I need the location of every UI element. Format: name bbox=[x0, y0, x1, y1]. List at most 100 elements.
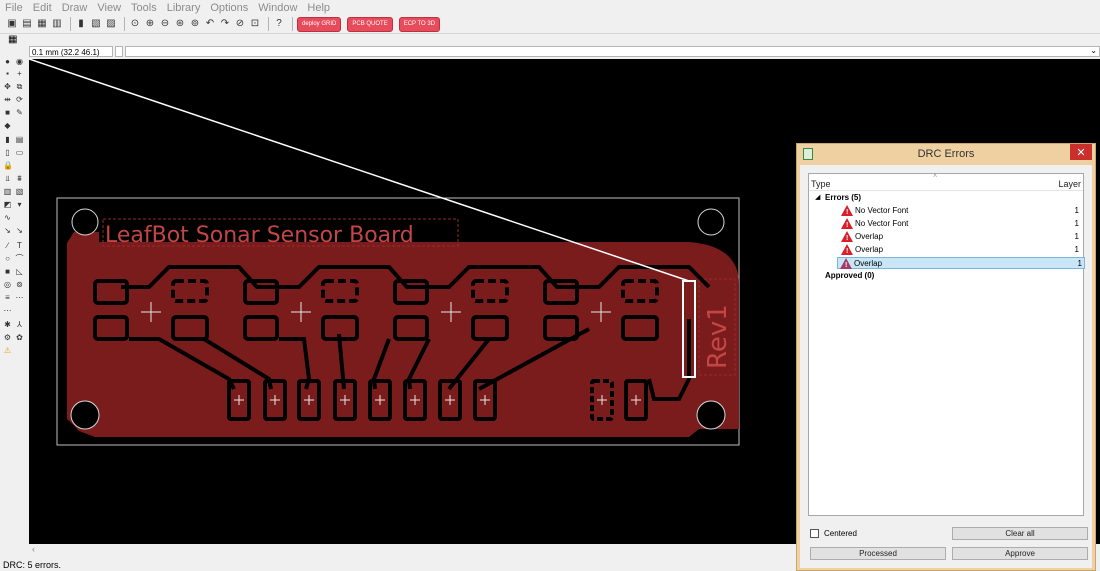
script-icon[interactable]: ▮ bbox=[78, 18, 84, 29]
scroll-left-icon[interactable]: ‹ bbox=[32, 544, 35, 554]
optimize-icon[interactable]: ⩩ bbox=[17, 174, 22, 183]
value-icon[interactable]: ▭ bbox=[15, 148, 24, 157]
add-icon[interactable]: ▤ bbox=[15, 135, 24, 144]
line-icon[interactable]: ∕ bbox=[6, 241, 9, 250]
menu-options[interactable]: Options bbox=[210, 1, 249, 14]
menu-help[interactable]: Help bbox=[307, 1, 331, 14]
redo-icon[interactable]: ↷ bbox=[220, 18, 230, 29]
menu-library[interactable]: Library bbox=[166, 1, 201, 14]
rotate-icon[interactable]: ⟳ bbox=[16, 95, 23, 104]
expand-triangle-icon[interactable]: ◢ bbox=[815, 194, 821, 201]
dimension-icon[interactable]: ⋯ bbox=[15, 293, 24, 302]
mark-icon[interactable]: + bbox=[17, 69, 22, 78]
open-icon[interactable]: ▣ bbox=[7, 18, 17, 29]
error-row[interactable]: ! No Vector Font 1 bbox=[811, 205, 1081, 217]
errors-group[interactable]: ◢ Errors (5) bbox=[811, 192, 1081, 204]
info-icon[interactable]: ● bbox=[5, 57, 10, 66]
command-input[interactable]: ⌄ bbox=[125, 46, 1100, 57]
save-icon[interactable]: ▤ bbox=[22, 18, 32, 29]
menu-view[interactable]: View bbox=[97, 1, 122, 14]
coordinate-readout: 0.1 mm (32.2 46.1) bbox=[29, 46, 113, 57]
stop-icon[interactable]: ⊘ bbox=[235, 18, 245, 29]
drc-body: Type ˄ Layer ◢ Errors (5) ! No Vector Fo… bbox=[800, 165, 1092, 568]
deploy-grid-badge[interactable]: deploy GRID bbox=[297, 16, 342, 32]
group-icon[interactable]: ■ bbox=[5, 108, 10, 117]
error-icon: ! bbox=[841, 205, 853, 216]
route-icon[interactable]: ▥ bbox=[3, 187, 12, 196]
pcb-quote-badge[interactable]: PCB QUOTE bbox=[347, 16, 393, 32]
drc-title-bar[interactable]: DRC Errors ✕ bbox=[797, 144, 1095, 164]
zoom-fit-icon[interactable]: ⊙ bbox=[130, 18, 140, 29]
rect-icon[interactable]: ■ bbox=[5, 267, 10, 276]
meander-icon[interactable]: ↘ bbox=[16, 226, 23, 235]
toolbar-separator bbox=[268, 17, 269, 31]
menu-draw[interactable]: Draw bbox=[61, 1, 88, 14]
lock-icon[interactable]: 🔒 bbox=[3, 161, 13, 170]
col-layer[interactable]: Layer bbox=[1058, 179, 1081, 189]
drc-error-list[interactable]: Type ˄ Layer ◢ Errors (5) ! No Vector Fo… bbox=[808, 173, 1085, 516]
help-icon[interactable]: ? bbox=[276, 18, 282, 29]
close-button[interactable]: ✕ bbox=[1070, 144, 1092, 160]
error-icon: ! bbox=[841, 231, 853, 242]
move-icon[interactable]: ✥ bbox=[4, 82, 11, 91]
col-type[interactable]: Type bbox=[811, 179, 831, 189]
name-icon[interactable]: ▯ bbox=[5, 148, 10, 157]
coordinate-button[interactable] bbox=[115, 46, 123, 57]
circle-icon[interactable]: ○ bbox=[5, 254, 10, 263]
rev-frame bbox=[698, 278, 736, 376]
errors-icon[interactable]: ✿ bbox=[16, 333, 23, 342]
wire-icon[interactable]: ◩ bbox=[3, 200, 12, 209]
processed-button[interactable]: Processed bbox=[810, 547, 946, 560]
cam-icon[interactable]: ▥ bbox=[52, 18, 62, 29]
approved-group[interactable]: Approved (0) bbox=[811, 270, 1081, 282]
error-type: Overlap bbox=[854, 259, 883, 268]
drc-tool-icon[interactable]: ⅄ bbox=[17, 320, 22, 329]
error-row[interactable]: ! Overlap 1 bbox=[811, 244, 1081, 256]
ripup-icon[interactable]: ▧ bbox=[15, 187, 24, 196]
change-icon[interactable]: ✎ bbox=[16, 108, 23, 117]
grid-icon[interactable]: ▦ bbox=[8, 34, 18, 45]
zoom-out-icon[interactable]: ⊖ bbox=[160, 18, 170, 29]
error-layer: 1 bbox=[1074, 206, 1079, 215]
undo-icon[interactable]: ↶ bbox=[205, 18, 215, 29]
split-icon[interactable]: ⫫ bbox=[5, 174, 10, 183]
chevron-down-icon[interactable]: ⌄ bbox=[1090, 46, 1097, 55]
zoom-select-icon[interactable]: ⊚ bbox=[190, 18, 200, 29]
error-row-selected[interactable]: ! Overlap 1 bbox=[837, 257, 1085, 269]
zoom-in-icon[interactable]: ⊕ bbox=[145, 18, 155, 29]
menu-window[interactable]: Window bbox=[258, 1, 298, 14]
attribute-icon[interactable]: ≡ bbox=[5, 293, 10, 302]
show-icon[interactable]: ◉ bbox=[16, 57, 23, 66]
paste-icon[interactable]: ◆ bbox=[4, 121, 11, 130]
erc-icon[interactable]: ⚙ bbox=[3, 333, 12, 342]
menu-edit[interactable]: Edit bbox=[32, 1, 52, 14]
arc-icon[interactable]: ▾ bbox=[17, 200, 22, 209]
hole-icon[interactable]: ⊚ bbox=[16, 280, 23, 289]
centered-checkbox[interactable] bbox=[810, 529, 819, 538]
arc2-icon[interactable]: ⌒ bbox=[15, 254, 24, 263]
ratsnest-icon[interactable]: ⋯ bbox=[3, 306, 12, 315]
via-icon[interactable]: ◎ bbox=[4, 280, 11, 289]
trace-icon[interactable]: ↘ bbox=[4, 226, 11, 235]
warning-icon[interactable]: ⚠ bbox=[3, 346, 12, 355]
mirror-icon[interactable]: ⇹ bbox=[4, 95, 11, 104]
error-row[interactable]: ! No Vector Font 1 bbox=[811, 218, 1081, 230]
print-icon[interactable]: ▦ bbox=[37, 18, 47, 29]
board-icon[interactable]: ▨ bbox=[106, 18, 116, 29]
clear-all-button[interactable]: Clear all bbox=[952, 527, 1088, 540]
copy-icon[interactable]: ⧉ bbox=[16, 82, 23, 91]
menu-tools[interactable]: Tools bbox=[131, 1, 157, 14]
approve-button[interactable]: Approve bbox=[952, 547, 1088, 560]
delete-icon[interactable]: ▮ bbox=[5, 135, 10, 144]
ecp-3d-badge[interactable]: ECP TO 3D bbox=[398, 16, 441, 32]
display-icon[interactable]: ▪ bbox=[6, 69, 9, 78]
text-icon[interactable]: T bbox=[17, 241, 22, 250]
polygon-icon[interactable]: ◺ bbox=[16, 267, 23, 276]
menu-file[interactable]: File bbox=[5, 1, 23, 14]
go-icon[interactable]: ⊡ bbox=[250, 18, 260, 29]
autorouter-icon[interactable]: ✱ bbox=[4, 320, 11, 329]
layer-icon[interactable]: ▧ bbox=[91, 18, 101, 29]
signal-icon[interactable]: ∿ bbox=[4, 213, 11, 222]
error-row[interactable]: ! Overlap 1 bbox=[811, 231, 1081, 243]
zoom-redraw-icon[interactable]: ⊛ bbox=[175, 18, 185, 29]
